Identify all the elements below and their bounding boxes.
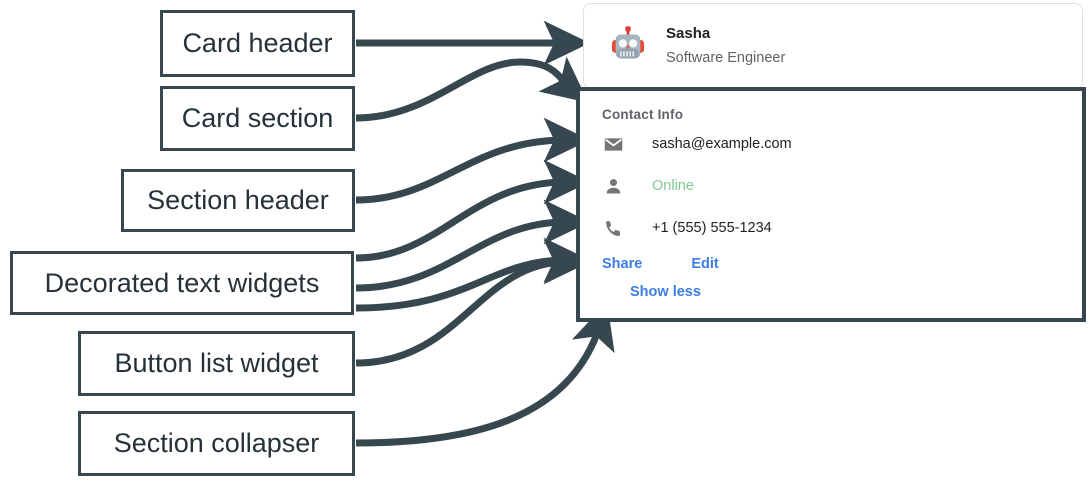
arrow-decorated-1 — [355, 159, 590, 262]
person-icon — [602, 175, 624, 197]
annotation-label: Section collapser — [113, 428, 320, 458]
share-button[interactable]: Share — [602, 256, 643, 272]
card-header-subtitle: Software Engineer — [666, 49, 786, 66]
button-list-widget: Share Edit — [602, 256, 1082, 272]
edit-button[interactable]: Edit — [691, 256, 719, 272]
annotation-button-list-widget: Button list widget — [78, 331, 355, 396]
contact-row-status: Online — [602, 166, 1082, 206]
annotation-decorated-text-widgets: Decorated text widgets — [10, 251, 354, 315]
annotation-label: Section header — [147, 185, 329, 215]
annotation-section-collapser: Section collapser — [78, 411, 355, 476]
arrow-card-section — [355, 56, 589, 122]
robot-avatar-icon — [611, 26, 645, 59]
arrow-section-header — [355, 117, 590, 204]
annotation-label: Card section — [181, 103, 334, 133]
card-section: Contact Info sasha@example.com — [576, 87, 1086, 322]
card-header: Sasha Software Engineer — [583, 3, 1083, 89]
arrow-button-list — [355, 239, 590, 367]
show-less-button[interactable]: Show less — [630, 284, 701, 300]
arrow-section-collapser — [355, 302, 615, 447]
contact-value-status: Online — [652, 178, 694, 194]
contact-value-email: sasha@example.com — [652, 136, 792, 152]
annotation-section-header: Section header — [121, 169, 355, 232]
annotation-card-header: Card header — [160, 10, 355, 77]
email-icon — [602, 133, 624, 155]
card-header-title: Sasha — [666, 24, 711, 42]
annotation-label: Button list widget — [114, 348, 319, 378]
contact-value-phone: +1 (555) 555-1234 — [652, 220, 772, 236]
section-header: Contact Info — [602, 107, 684, 122]
contact-row-email: sasha@example.com — [602, 124, 1082, 164]
phone-icon — [602, 217, 624, 239]
annotation-card-section: Card section — [160, 86, 355, 151]
annotation-label: Decorated text widgets — [44, 267, 320, 298]
annotation-label: Card header — [182, 28, 333, 58]
arrow-decorated-2 — [355, 199, 590, 292]
contact-row-phone: +1 (555) 555-1234 — [602, 208, 1082, 248]
